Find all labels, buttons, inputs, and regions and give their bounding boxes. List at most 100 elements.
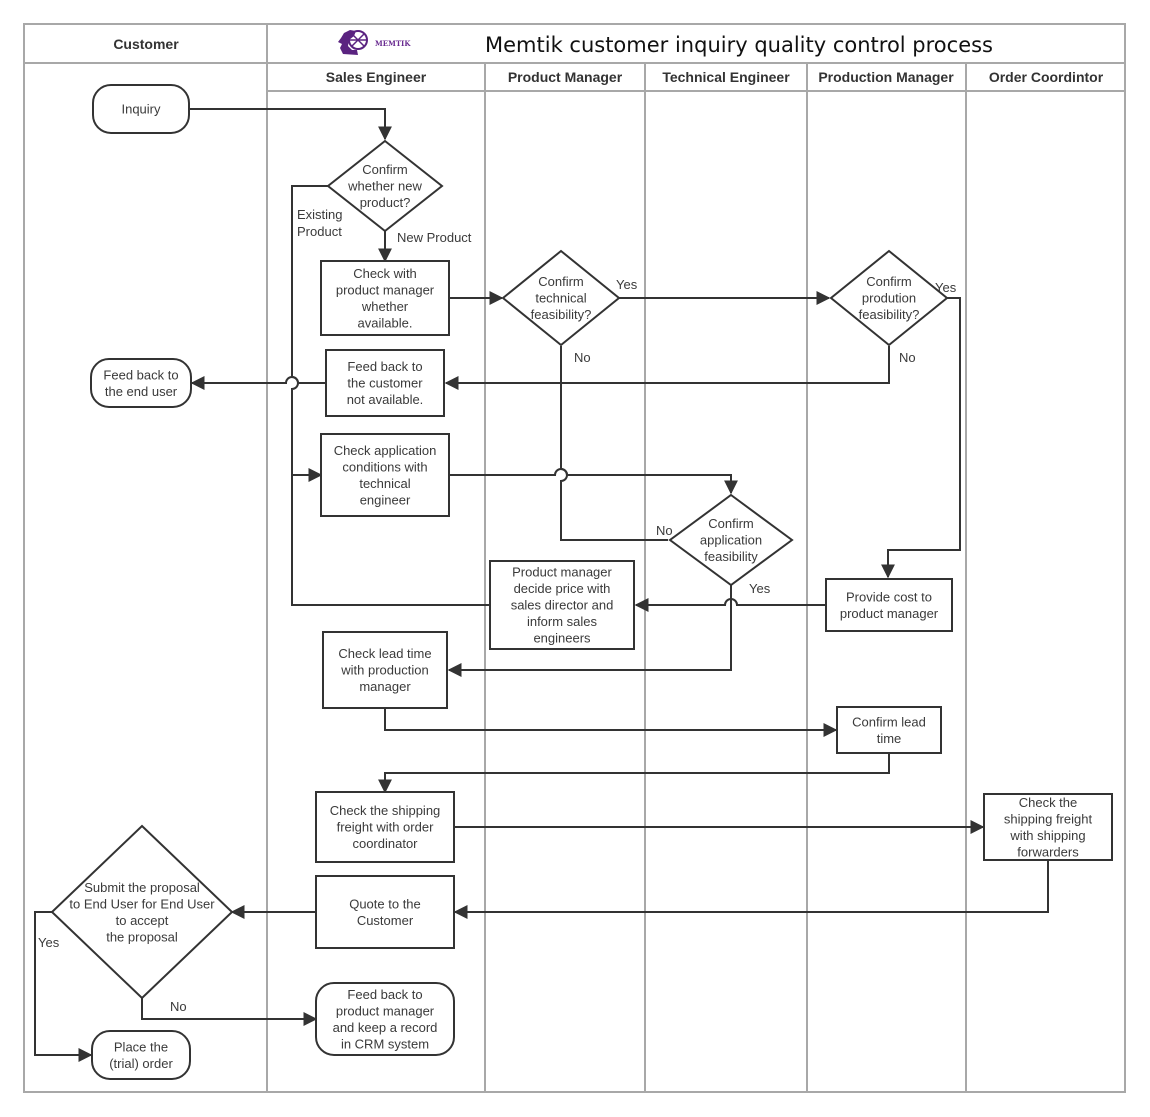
node-label-line: Product manager — [512, 565, 612, 580]
node-label: Feed back to the end user — [103, 367, 178, 399]
node-label-line: available. — [358, 315, 413, 330]
edge-label-existing: Existing — [297, 207, 343, 222]
node-label-line: product? — [360, 195, 411, 210]
node-label-line: Confirm — [538, 274, 584, 289]
edge-labels: New Product Existing Product Yes No Yes … — [38, 207, 957, 1014]
node-inquiry: Inquiry — [92, 84, 190, 134]
edge-label-tech-yes: Yes — [616, 277, 638, 292]
decision-diamond — [326, 139, 444, 233]
node-label-line: Provide cost to — [846, 589, 932, 604]
node-label-line: product manager — [336, 1003, 435, 1018]
edge-check-lead-to-confirm-lead — [384, 708, 838, 737]
terminal-shape — [315, 982, 455, 1056]
node-feedback-end: Feed back to the end user — [90, 358, 192, 408]
node-label-line: inform sales — [527, 614, 598, 629]
lane-header-customer: Customer — [113, 36, 179, 52]
node-label-line: the end user — [105, 384, 178, 399]
decision-diamond — [50, 824, 234, 1000]
edge-prod-yes-to-provide-cost — [881, 297, 961, 579]
edge-prod-no-to-feedback-na — [444, 346, 890, 390]
diagram-title: Memtik customer inquiry quality control … — [485, 33, 993, 57]
node-label-line: and keep a record — [333, 1020, 438, 1035]
edge-label-product: Product — [297, 224, 342, 239]
edge-submit-yes-to-place-order — [34, 911, 93, 1062]
node-label-line: Check with — [353, 266, 417, 281]
edge-inquiry-to-confirm-new — [189, 108, 392, 141]
process-box — [320, 433, 450, 517]
node-label-line: Feed back to — [347, 987, 422, 1002]
node-label-line: Check the — [1019, 795, 1078, 810]
node-label-line: Confirm — [866, 274, 912, 289]
node-label-line: time — [877, 731, 902, 746]
node-place-order: Place the(trial) order — [91, 1030, 191, 1080]
process-box — [325, 349, 445, 417]
node-label-line: technical — [359, 476, 410, 491]
node-label-line: prodution — [862, 291, 916, 306]
node-label-line: whether — [361, 299, 409, 314]
edge-app-yes-to-check-lead — [447, 584, 732, 677]
edge-label-new-product: New Product — [397, 230, 472, 245]
node-label-line: Feed back to — [103, 367, 178, 382]
edge-check-app-to-confirm-app — [449, 468, 738, 495]
process-box — [825, 578, 953, 632]
process-box — [315, 791, 455, 863]
node-label-line: Submit the proposal — [84, 880, 200, 895]
edge-label-app-no: No — [656, 523, 673, 538]
edge-label-prod-yes: Yes — [935, 280, 957, 295]
edge-confirm-lead-to-check-ship — [378, 753, 890, 794]
node-label-line: Place the — [114, 1039, 168, 1054]
decision-diamond — [501, 249, 621, 347]
node-label-line: manager — [359, 679, 411, 694]
node-label-line: in CRM system — [341, 1036, 429, 1051]
swimlane-frame — [23, 23, 1126, 1093]
node-label-line: sales director and — [511, 598, 614, 613]
terminal-shape — [92, 84, 190, 134]
lane-header-sales-engineer: Sales Engineer — [326, 69, 427, 85]
node-label: Place the(trial) order — [109, 1039, 173, 1071]
node-confirm-lead: Confirm lead time — [836, 706, 942, 754]
node-label-line: Inquiry — [121, 102, 161, 117]
edge-label-submit-no: No — [170, 999, 187, 1014]
node-label-line: Confirm — [708, 516, 754, 531]
node-label-line: feasibility? — [859, 307, 920, 322]
terminal-shape — [91, 1030, 191, 1080]
node-label-line: to End User for End User — [69, 896, 215, 911]
decision-diamond — [668, 493, 794, 587]
node-label-line: conditions with — [342, 459, 427, 474]
node-label-line: feasibility — [704, 549, 758, 564]
edge-label-tech-no: No — [574, 350, 591, 365]
node-label-line: feasibility? — [531, 307, 592, 322]
terminal-shape — [90, 358, 192, 408]
edges — [34, 108, 1049, 1062]
node-label-line: Check the shipping — [330, 803, 441, 818]
process-box — [983, 793, 1113, 861]
node-label-line: product manager — [336, 282, 435, 297]
lane-header-order-coordinator: Order Coordintor — [989, 69, 1104, 85]
node-label-line: Confirm lead — [852, 714, 926, 729]
node-label-line: engineer — [360, 492, 411, 507]
node-label-line: the proposal — [106, 929, 178, 944]
memtik-logo: MEMTIK — [338, 30, 411, 55]
node-label-line: Confirm — [362, 162, 408, 177]
process-box — [320, 260, 450, 336]
